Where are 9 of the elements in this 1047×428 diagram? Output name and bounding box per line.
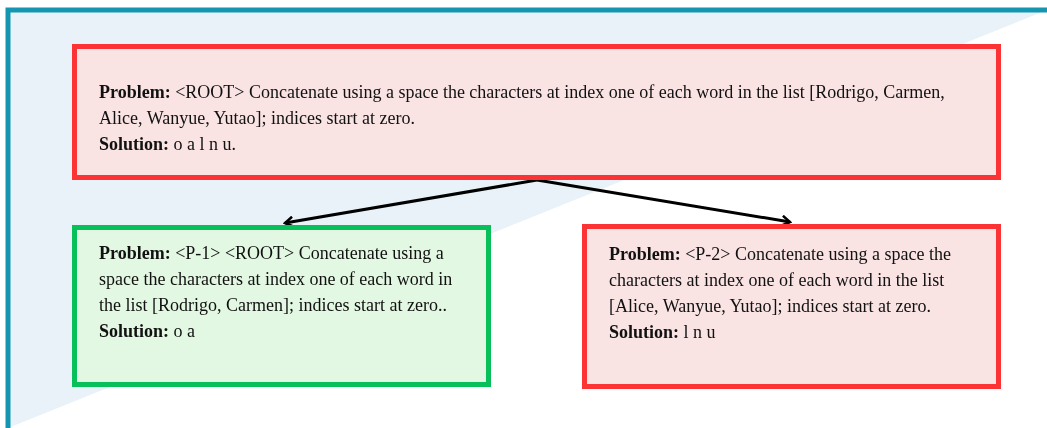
solution-text: Solution: o a l n u. xyxy=(99,133,238,156)
text-box xyxy=(72,225,491,387)
text-box xyxy=(582,224,1001,389)
text-box xyxy=(72,44,1001,180)
solution-text: Solution: o a xyxy=(99,320,197,343)
problem-text: Problem: <P-2> Concatenate using a space the characters at index one of each word in the list [Alice, Wanyue, Yutao]; indices start at zero. xyxy=(609,243,952,318)
solution-text: Solution: l n u xyxy=(609,321,717,344)
problem-text: Problem: <ROOT> Concatenate using a space the characters at index one of each word in the list [Rodrigo, Carmen, Alice, Wanyue, Yutao]; indices start at zero. xyxy=(99,81,946,130)
problem-text: Problem: <P-1> <ROOT> Concatenate using a space the characters at index one of each word in the list [Rodrigo, Carmen]; indices start at zero.. xyxy=(99,242,454,317)
